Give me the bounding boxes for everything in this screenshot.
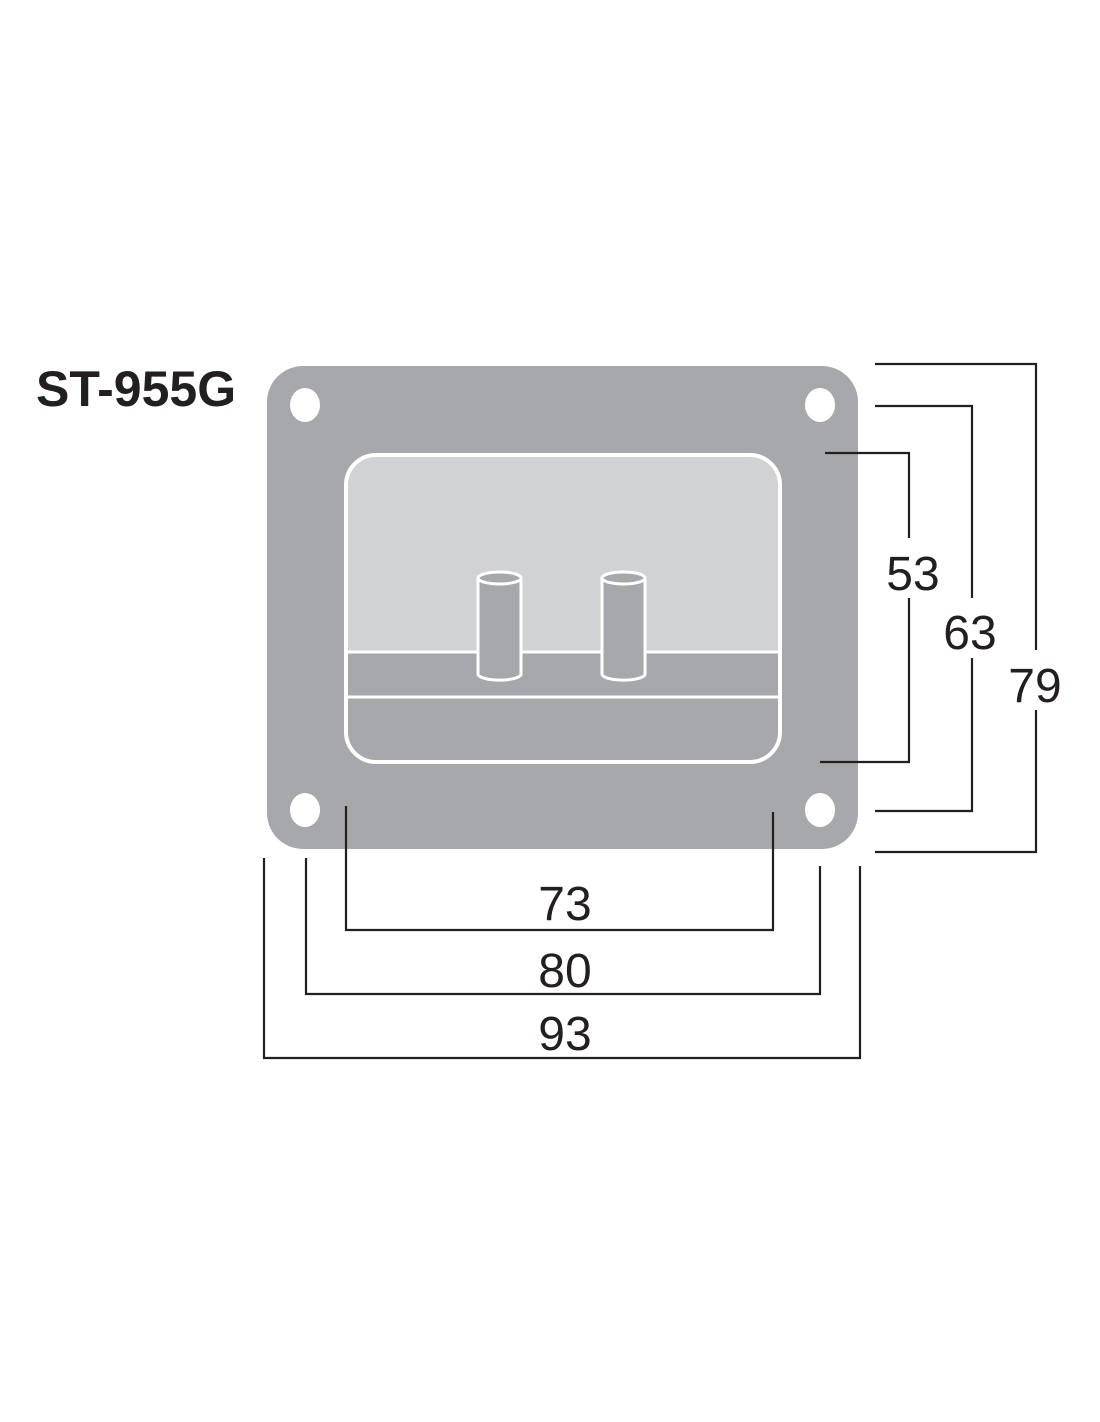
dimension-73: 73 — [344, 806, 775, 932]
dimension-80: 80 — [304, 858, 822, 998]
dimension-label: 53 — [886, 548, 939, 601]
mounting-hole — [805, 388, 835, 422]
dimension-79: 79 — [875, 362, 1064, 854]
dimension-label: 63 — [943, 607, 996, 660]
dimension-label: 73 — [538, 878, 591, 931]
terminal-post — [600, 570, 647, 682]
dimension-label: 80 — [538, 945, 591, 998]
dimension-53: 53 — [820, 451, 940, 764]
dimension-label: 93 — [538, 1008, 591, 1061]
terminal-plate — [267, 366, 858, 849]
dimension-label: 79 — [1008, 660, 1061, 713]
recess — [344, 453, 782, 764]
mounting-hole — [805, 793, 835, 827]
terminal-post — [476, 570, 523, 682]
mounting-hole — [290, 388, 320, 422]
dimension-63: 63 — [875, 404, 999, 813]
model-title: ST-955G — [36, 361, 236, 417]
mounting-hole — [290, 793, 320, 827]
dimension-93: 93 — [262, 858, 862, 1061]
